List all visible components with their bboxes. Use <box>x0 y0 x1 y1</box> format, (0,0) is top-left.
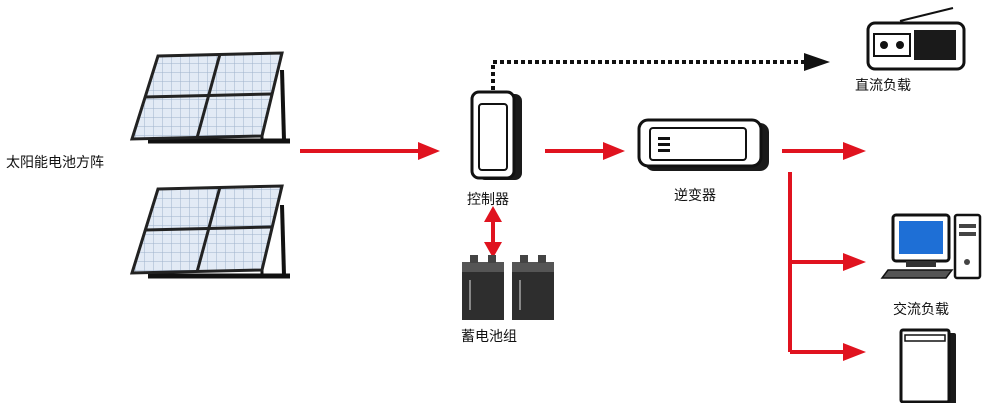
radio-icon <box>866 7 966 71</box>
solar-panel-top <box>129 51 290 144</box>
arrow-controller-to-inverter <box>545 142 625 160</box>
battery-bank <box>462 255 554 320</box>
battery-bank-label: 蓄电池组 <box>461 329 517 345</box>
inverter-device <box>637 118 769 171</box>
ac-output-arrows <box>782 142 866 361</box>
computer-icon <box>880 213 982 280</box>
inverter-label: 逆变器 <box>674 188 716 204</box>
dc-dotted-line <box>491 53 830 90</box>
arrow-panels-to-controller <box>300 142 440 160</box>
controller-device <box>470 90 522 180</box>
arrow-controller-battery <box>484 206 502 258</box>
refrigerator-icon <box>899 328 956 405</box>
solar-panel-bottom <box>129 184 290 279</box>
solar-array-label: 太阳能电池方阵 <box>6 155 104 171</box>
controller-label: 控制器 <box>467 192 509 208</box>
dc-load-label: 直流负载 <box>855 78 911 94</box>
ac-load-label: 交流负载 <box>893 302 949 318</box>
